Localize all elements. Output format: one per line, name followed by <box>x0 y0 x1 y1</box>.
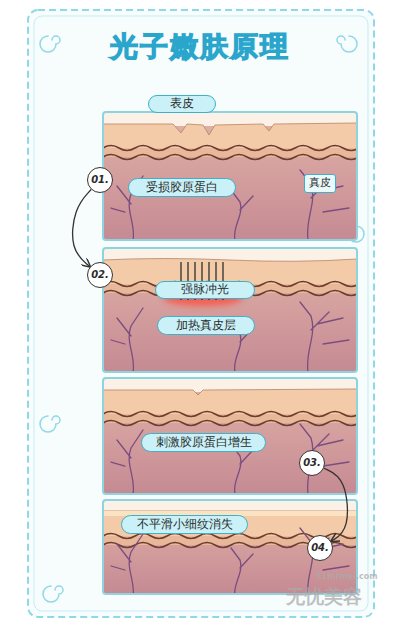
swirl-decoration <box>43 586 63 602</box>
callout-number: 03. <box>299 450 325 476</box>
air-gap <box>103 500 357 512</box>
step-label: 刺激胶原蛋白增生 <box>141 433 266 452</box>
node-text: 不平滑小细纹消失 <box>137 518 233 532</box>
dermis-layer <box>103 248 357 372</box>
blood-vessels <box>111 302 349 372</box>
node-text: 刺激胶原蛋白增生 <box>156 436 252 450</box>
frame-inner <box>34 16 368 611</box>
blood-vessels <box>111 528 349 594</box>
callout-number: 02. <box>87 262 113 288</box>
dermis-layer <box>103 112 357 240</box>
frame <box>28 10 374 617</box>
node-text: 强脉冲光 <box>181 283 229 297</box>
node-text: 真皮 <box>309 177 331 190</box>
blood-vessels <box>111 170 349 240</box>
callout-number: 04. <box>307 535 333 561</box>
diagram-title: 光子嫩肤原理 <box>0 28 400 66</box>
wavy-layer-line <box>103 146 357 151</box>
step-label: 加热真皮层 <box>157 316 255 335</box>
flow-arrow <box>324 468 348 541</box>
flow-arrow <box>73 190 92 267</box>
panel-border <box>103 378 357 494</box>
node-text: 加热真皮层 <box>176 319 236 333</box>
dermis-layer <box>103 378 357 494</box>
wavy-layer-line <box>103 155 357 160</box>
node-text: 04. <box>311 542 329 554</box>
step-label: 强脉冲光 <box>155 281 255 299</box>
node-text: 受损胶原蛋白 <box>146 181 218 195</box>
node-text: 01. <box>91 174 109 186</box>
layer-label: 真皮 <box>304 174 336 193</box>
swirl-decoration <box>40 36 60 52</box>
watermark: 无忧美容 <box>286 584 362 610</box>
wavy-layer-line <box>103 421 357 426</box>
watermark: 51mrmei.com <box>316 572 378 581</box>
wavy-layer-line <box>103 412 357 417</box>
layer-label: 表皮 <box>148 95 216 113</box>
callout-number: 01. <box>87 167 113 193</box>
node-text: 03. <box>303 457 321 469</box>
blood-vessels <box>111 424 349 494</box>
swirl-decoration <box>337 36 357 52</box>
node-text: 02. <box>91 269 109 281</box>
panel-border <box>103 248 357 372</box>
node-text: 表皮 <box>170 97 194 111</box>
panel-border <box>103 112 357 240</box>
swirl-decoration <box>40 416 60 432</box>
step-label: 不平滑小细纹消失 <box>121 515 248 534</box>
layer-label: 受损胶原蛋白 <box>128 178 236 197</box>
